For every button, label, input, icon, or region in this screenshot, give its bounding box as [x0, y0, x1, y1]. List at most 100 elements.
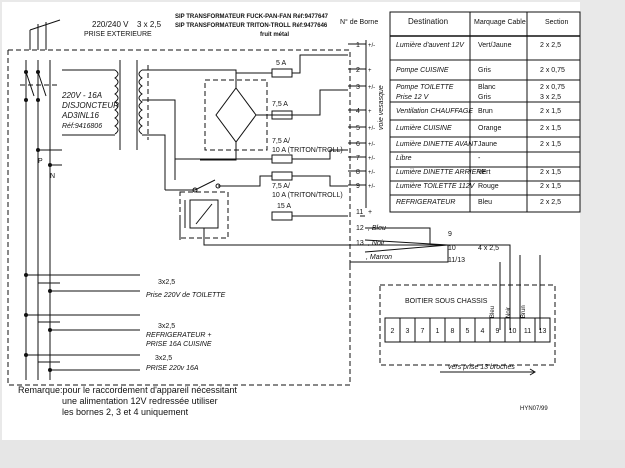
bundle-cable: 4 x 2,5: [478, 245, 499, 252]
row-destination: Pompe TOILETTE: [396, 84, 454, 91]
row-sign: +: [368, 68, 372, 74]
relay: [165, 175, 430, 246]
row-borne: 5: [356, 125, 360, 132]
phase-label: P: [38, 158, 43, 165]
fuse-triton-1: [175, 149, 348, 164]
fuse-7-5a: [271, 89, 348, 120]
boitier-terminal: 9: [496, 328, 500, 335]
row-sign: +/-: [368, 43, 375, 49]
terminal-13-num: 13: [356, 240, 364, 247]
arrow: [440, 368, 536, 376]
row-section: 3 x 2,5: [540, 94, 561, 101]
row-marquage: Brun: [478, 108, 493, 115]
row-section: 2 x 1,5: [540, 169, 561, 176]
row-destination: Libre: [396, 155, 412, 162]
row-destination: Prise 12 V: [396, 94, 430, 101]
transformer-ref-1: SIP TRANSFORMATEUR FUCK-PAN-FAN Réf:9477…: [175, 14, 329, 20]
outlet-2-label2: PRISE 16A CUISINE: [146, 341, 212, 348]
row-borne: 7: [356, 155, 360, 162]
outlet-3-label: PRISE 220v 16A: [146, 365, 199, 372]
drawing-reference: HYN07/99: [520, 406, 548, 412]
row-section: 2 x 2,5: [540, 42, 561, 49]
breaker-line-3: AD3INL16: [61, 111, 99, 120]
row-marquage: Rouge: [478, 183, 499, 190]
terminal-12-num: 12: [356, 225, 364, 232]
row-destination: Ventilation CHAUFFAGE: [396, 108, 473, 115]
row-marquage: Orange: [478, 125, 501, 132]
wire-label-bleu: Bleu: [490, 306, 496, 318]
row-sign: +/-: [368, 184, 375, 190]
outlet-2-cable: 3x2,5: [158, 323, 175, 330]
outlet-2-label: REFRIGERATEUR +: [146, 332, 211, 339]
outlet-wiring: [24, 273, 140, 372]
row-destination: Lumière CUISINE: [396, 125, 452, 132]
wire-label-brun: Brun: [521, 305, 527, 318]
boitier-terminal: 2: [391, 328, 395, 335]
boitier-terminal: 11: [524, 328, 531, 335]
outlet-1-cable: 3x2,5: [158, 279, 175, 286]
row-destination: Lumière DINETTE ARRIERE: [396, 169, 486, 176]
row-marquage: Blanc: [478, 84, 496, 91]
row-sign: +/-: [368, 126, 375, 132]
terminal-12-sign: , Bleu: [368, 225, 386, 232]
wire-label-noir: Noir: [506, 307, 512, 318]
transformer: [62, 60, 200, 190]
row-borne: 2: [356, 67, 360, 74]
terminal-13-sign: , Noir: [368, 240, 385, 247]
destination-table: [389, 11, 581, 213]
terminal-11-sign: +: [368, 209, 372, 216]
row-section: 2 x 1,5: [540, 125, 561, 132]
row-destination: Pompe CUISINE: [396, 67, 449, 74]
breaker-line-4: Réf:9416806: [62, 123, 102, 130]
row-borne: 3: [356, 84, 360, 91]
supply-voltage: 220/240 V: [92, 20, 129, 29]
boitier-terminal: 5: [466, 328, 470, 335]
remark-line-2: une alimentation 12V redressée utiliser: [62, 396, 218, 406]
row-section: 2 x 1,5: [540, 183, 561, 190]
boitier-terminal: 4: [481, 328, 485, 335]
row-borne: 4: [356, 108, 360, 115]
transformer-ref-3: fruit métal: [260, 32, 289, 38]
row-section: 2 x 0,75: [540, 84, 565, 91]
boitier-box: [379, 284, 556, 366]
row-marquage: Gris: [478, 94, 491, 101]
row-borne: 6: [356, 141, 360, 148]
fuse-5a: [236, 54, 348, 78]
row-destination: Lumière d'auvent 12V: [396, 42, 465, 49]
row-sign: +/-: [368, 85, 375, 91]
row-destination: REFRIGERATEUR: [396, 199, 455, 206]
fuse-triton-1-note: 10 A (TRITON/TROLL): [272, 147, 343, 154]
bottom-strip: [0, 440, 625, 468]
row-sign: +: [368, 109, 372, 115]
col-header-marquage: Marquage Cable: [474, 19, 526, 26]
terminal-side-label: voie vesasque: [378, 85, 385, 130]
row-sign: +/-: [368, 156, 375, 162]
row-destination: Lumière DINETTE AVANT: [396, 141, 478, 148]
col-header-destination: Destination: [408, 17, 448, 26]
col-header-section: Section: [545, 19, 568, 26]
row-marquage: Gris: [478, 67, 491, 74]
boitier-terminal: 7: [421, 328, 425, 335]
supply-label: PRISE EXTERIEURE: [84, 31, 152, 38]
fuse-15a: [271, 211, 348, 221]
row-marquage: -: [478, 155, 481, 162]
row-marquage: Vert: [478, 169, 491, 176]
boitier-terminal: 1: [436, 328, 440, 335]
row-borne: 8: [356, 169, 360, 176]
lower-terminals: [179, 200, 541, 330]
bundle-9: 9: [448, 231, 452, 238]
boitier-terminal: 8: [451, 328, 455, 335]
col-header-borne: N° de Borne: [340, 18, 378, 26]
row-section: 2 x 1,5: [540, 108, 561, 115]
boitier-terminal: 13: [539, 328, 547, 335]
row-borne: 9: [356, 183, 360, 190]
bundle-10: 10: [448, 245, 456, 252]
remark-line-3: les bornes 2, 3 et 4 uniquement: [62, 407, 189, 417]
row-destination: Lumière TOILETTE 112V: [396, 183, 476, 190]
breaker-line-1: 220V - 16A: [61, 91, 102, 100]
row-sign: +/-: [368, 142, 375, 148]
